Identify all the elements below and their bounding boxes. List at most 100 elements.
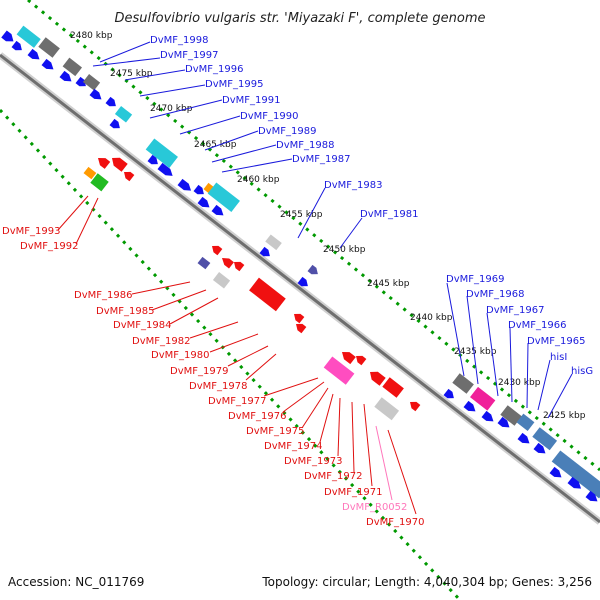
gene-feature-forward[interactable] (517, 432, 532, 447)
gene-feature-forward[interactable] (157, 162, 176, 179)
gene-label-dvmf-1979[interactable]: DvMF_1979 (170, 366, 228, 377)
gene-feature-forward[interactable] (177, 178, 194, 194)
gene-feature-forward[interactable] (27, 48, 42, 63)
gene-feature-forward[interactable] (533, 442, 548, 457)
gene-feature-forward[interactable] (549, 466, 564, 481)
gene-label-dvmf-1969[interactable]: DvMF_1969 (446, 274, 504, 285)
gene-label-dvmf-1967[interactable]: DvMF_1967 (486, 305, 544, 316)
gene-feature-forward[interactable] (105, 96, 119, 109)
gene-label-dvmf-1970[interactable]: DvMF_1970 (366, 517, 424, 528)
gene-label-dvmf-1998[interactable]: DvMF_1998 (150, 35, 208, 46)
gene-feature-forward[interactable] (463, 400, 478, 415)
gene-label-dvmf-1997[interactable]: DvMF_1997 (160, 50, 218, 61)
gene-feature-forward[interactable] (114, 106, 133, 123)
gene-label-dvmf-1988[interactable]: DvMF_1988 (276, 140, 334, 151)
gene-label-dvmf-1980[interactable]: DvMF_1980 (151, 350, 209, 361)
gene-label-dvmf-1995[interactable]: DvMF_1995 (205, 79, 263, 90)
gene-feature-forward[interactable] (75, 76, 89, 89)
gene-feature-forward[interactable] (41, 58, 56, 73)
gene-feature-reverse[interactable] (339, 348, 356, 365)
gene-feature-reverse[interactable] (90, 173, 109, 192)
gene-label-dvmf-1986[interactable]: DvMF_1986 (74, 290, 132, 301)
gene-feature-forward[interactable] (470, 386, 496, 411)
gene-feature-forward[interactable] (16, 25, 41, 48)
leader-line (151, 289, 207, 311)
gene-feature-reverse[interactable] (354, 353, 367, 366)
gene-feature-reverse[interactable] (408, 399, 421, 412)
gene-feature-reverse[interactable] (382, 377, 404, 398)
gene-label-dvmf-1993[interactable]: DvMF_1993 (2, 226, 60, 237)
gene-label-dvmf-1968[interactable]: DvMF_1968 (466, 289, 524, 300)
gene-label-dvmf-1990[interactable]: DvMF_1990 (240, 111, 298, 122)
gene-feature-forward[interactable] (193, 184, 207, 197)
gene-feature-reverse[interactable] (210, 243, 223, 256)
gene-label-dvmf-1972[interactable]: DvMF_1972 (304, 471, 362, 482)
gene-label-hisg[interactable]: hisG (571, 366, 593, 377)
gene-feature-forward[interactable] (551, 450, 600, 499)
gene-label-dvmf-1974[interactable]: DvMF_1974 (264, 441, 322, 452)
gene-feature-reverse[interactable] (294, 321, 307, 334)
gene-feature-forward[interactable] (259, 246, 273, 259)
gene-feature-forward[interactable] (307, 264, 321, 277)
gene-feature-forward[interactable] (11, 40, 25, 53)
gene-feature-forward[interactable] (1, 30, 16, 44)
gene-feature-forward[interactable] (585, 490, 600, 505)
gene-feature-forward[interactable] (59, 70, 74, 85)
gene-label-dvmf-1965[interactable]: DvMF_1965 (527, 336, 585, 347)
gene-label-dvmf-1977[interactable]: DvMF_1977 (208, 396, 266, 407)
leader-line (375, 425, 393, 501)
gene-label-dvmf-1989[interactable]: DvMF_1989 (258, 126, 316, 137)
gene-label-dvmf-1975[interactable]: DvMF_1975 (246, 426, 304, 437)
gene-feature-forward[interactable] (145, 138, 178, 168)
gene-label-dvmf-1982[interactable]: DvMF_1982 (132, 336, 190, 347)
gene-feature-reverse[interactable] (197, 256, 211, 270)
gene-feature-reverse[interactable] (83, 166, 97, 180)
gene-feature-forward[interactable] (211, 204, 226, 219)
gene-feature-reverse[interactable] (249, 277, 286, 312)
leader-line (149, 99, 223, 119)
gene-feature-forward[interactable] (481, 410, 496, 425)
gene-label-dvmf-1987[interactable]: DvMF_1987 (292, 154, 350, 165)
gene-label-dvmf-1976[interactable]: DvMF_1976 (228, 411, 286, 422)
gene-feature-reverse[interactable] (367, 368, 386, 386)
gene-feature-forward[interactable] (516, 413, 535, 431)
gene-label-dvmf-1985[interactable]: DvMF_1985 (96, 306, 154, 317)
gene-feature-reverse[interactable] (95, 154, 111, 169)
gene-label-dvmf-1983[interactable]: DvMF_1983 (324, 180, 382, 191)
gene-label-dvmf-1996[interactable]: DvMF_1996 (185, 64, 243, 75)
gene-label-dvmf-r0052[interactable]: DvMF_R0052 (342, 502, 407, 513)
gene-feature-forward[interactable] (147, 154, 161, 167)
gene-feature-forward[interactable] (500, 405, 522, 426)
gene-label-dvmf-1991[interactable]: DvMF_1991 (222, 95, 280, 106)
gene-feature-forward[interactable] (38, 37, 60, 58)
gene-feature-forward[interactable] (197, 196, 212, 211)
gene-feature-forward[interactable] (82, 74, 101, 91)
gene-label-dvmf-1971[interactable]: DvMF_1971 (324, 487, 382, 498)
gene-label-dvmf-1992[interactable]: DvMF_1992 (20, 241, 78, 252)
gene-label-dvmf-1973[interactable]: DvMF_1973 (284, 456, 342, 467)
gene-label-dvmf-1978[interactable]: DvMF_1978 (189, 381, 247, 392)
gene-feature-reverse[interactable] (109, 154, 128, 172)
gene-feature-reverse[interactable] (374, 397, 400, 421)
gene-feature-forward[interactable] (89, 88, 104, 103)
gene-feature-reverse[interactable] (122, 169, 135, 182)
gene-feature-forward[interactable] (452, 373, 474, 394)
gene-label-hisi[interactable]: hisI (550, 352, 567, 363)
gene-label-dvmf-1984[interactable]: DvMF_1984 (113, 320, 171, 331)
gene-feature-reverse[interactable] (220, 255, 234, 269)
gene-label-dvmf-1966[interactable]: DvMF_1966 (508, 320, 566, 331)
gene-feature-reverse[interactable] (212, 272, 231, 289)
gene-feature-forward[interactable] (443, 388, 457, 401)
gene-feature-forward[interactable] (207, 182, 240, 212)
gene-feature-forward[interactable] (567, 476, 584, 492)
gene-label-dvmf-1981[interactable]: DvMF_1981 (360, 209, 418, 220)
gene-feature-forward[interactable] (62, 57, 83, 77)
gene-feature-forward[interactable] (265, 234, 282, 251)
gene-feature-reverse[interactable] (323, 356, 355, 385)
gene-feature-reverse[interactable] (232, 259, 245, 272)
gene-feature-forward[interactable] (297, 276, 311, 289)
gene-feature-forward[interactable] (109, 118, 123, 131)
gene-feature-forward[interactable] (497, 416, 512, 431)
gene-feature-reverse[interactable] (292, 311, 305, 324)
gene-feature-forward[interactable] (532, 427, 558, 451)
